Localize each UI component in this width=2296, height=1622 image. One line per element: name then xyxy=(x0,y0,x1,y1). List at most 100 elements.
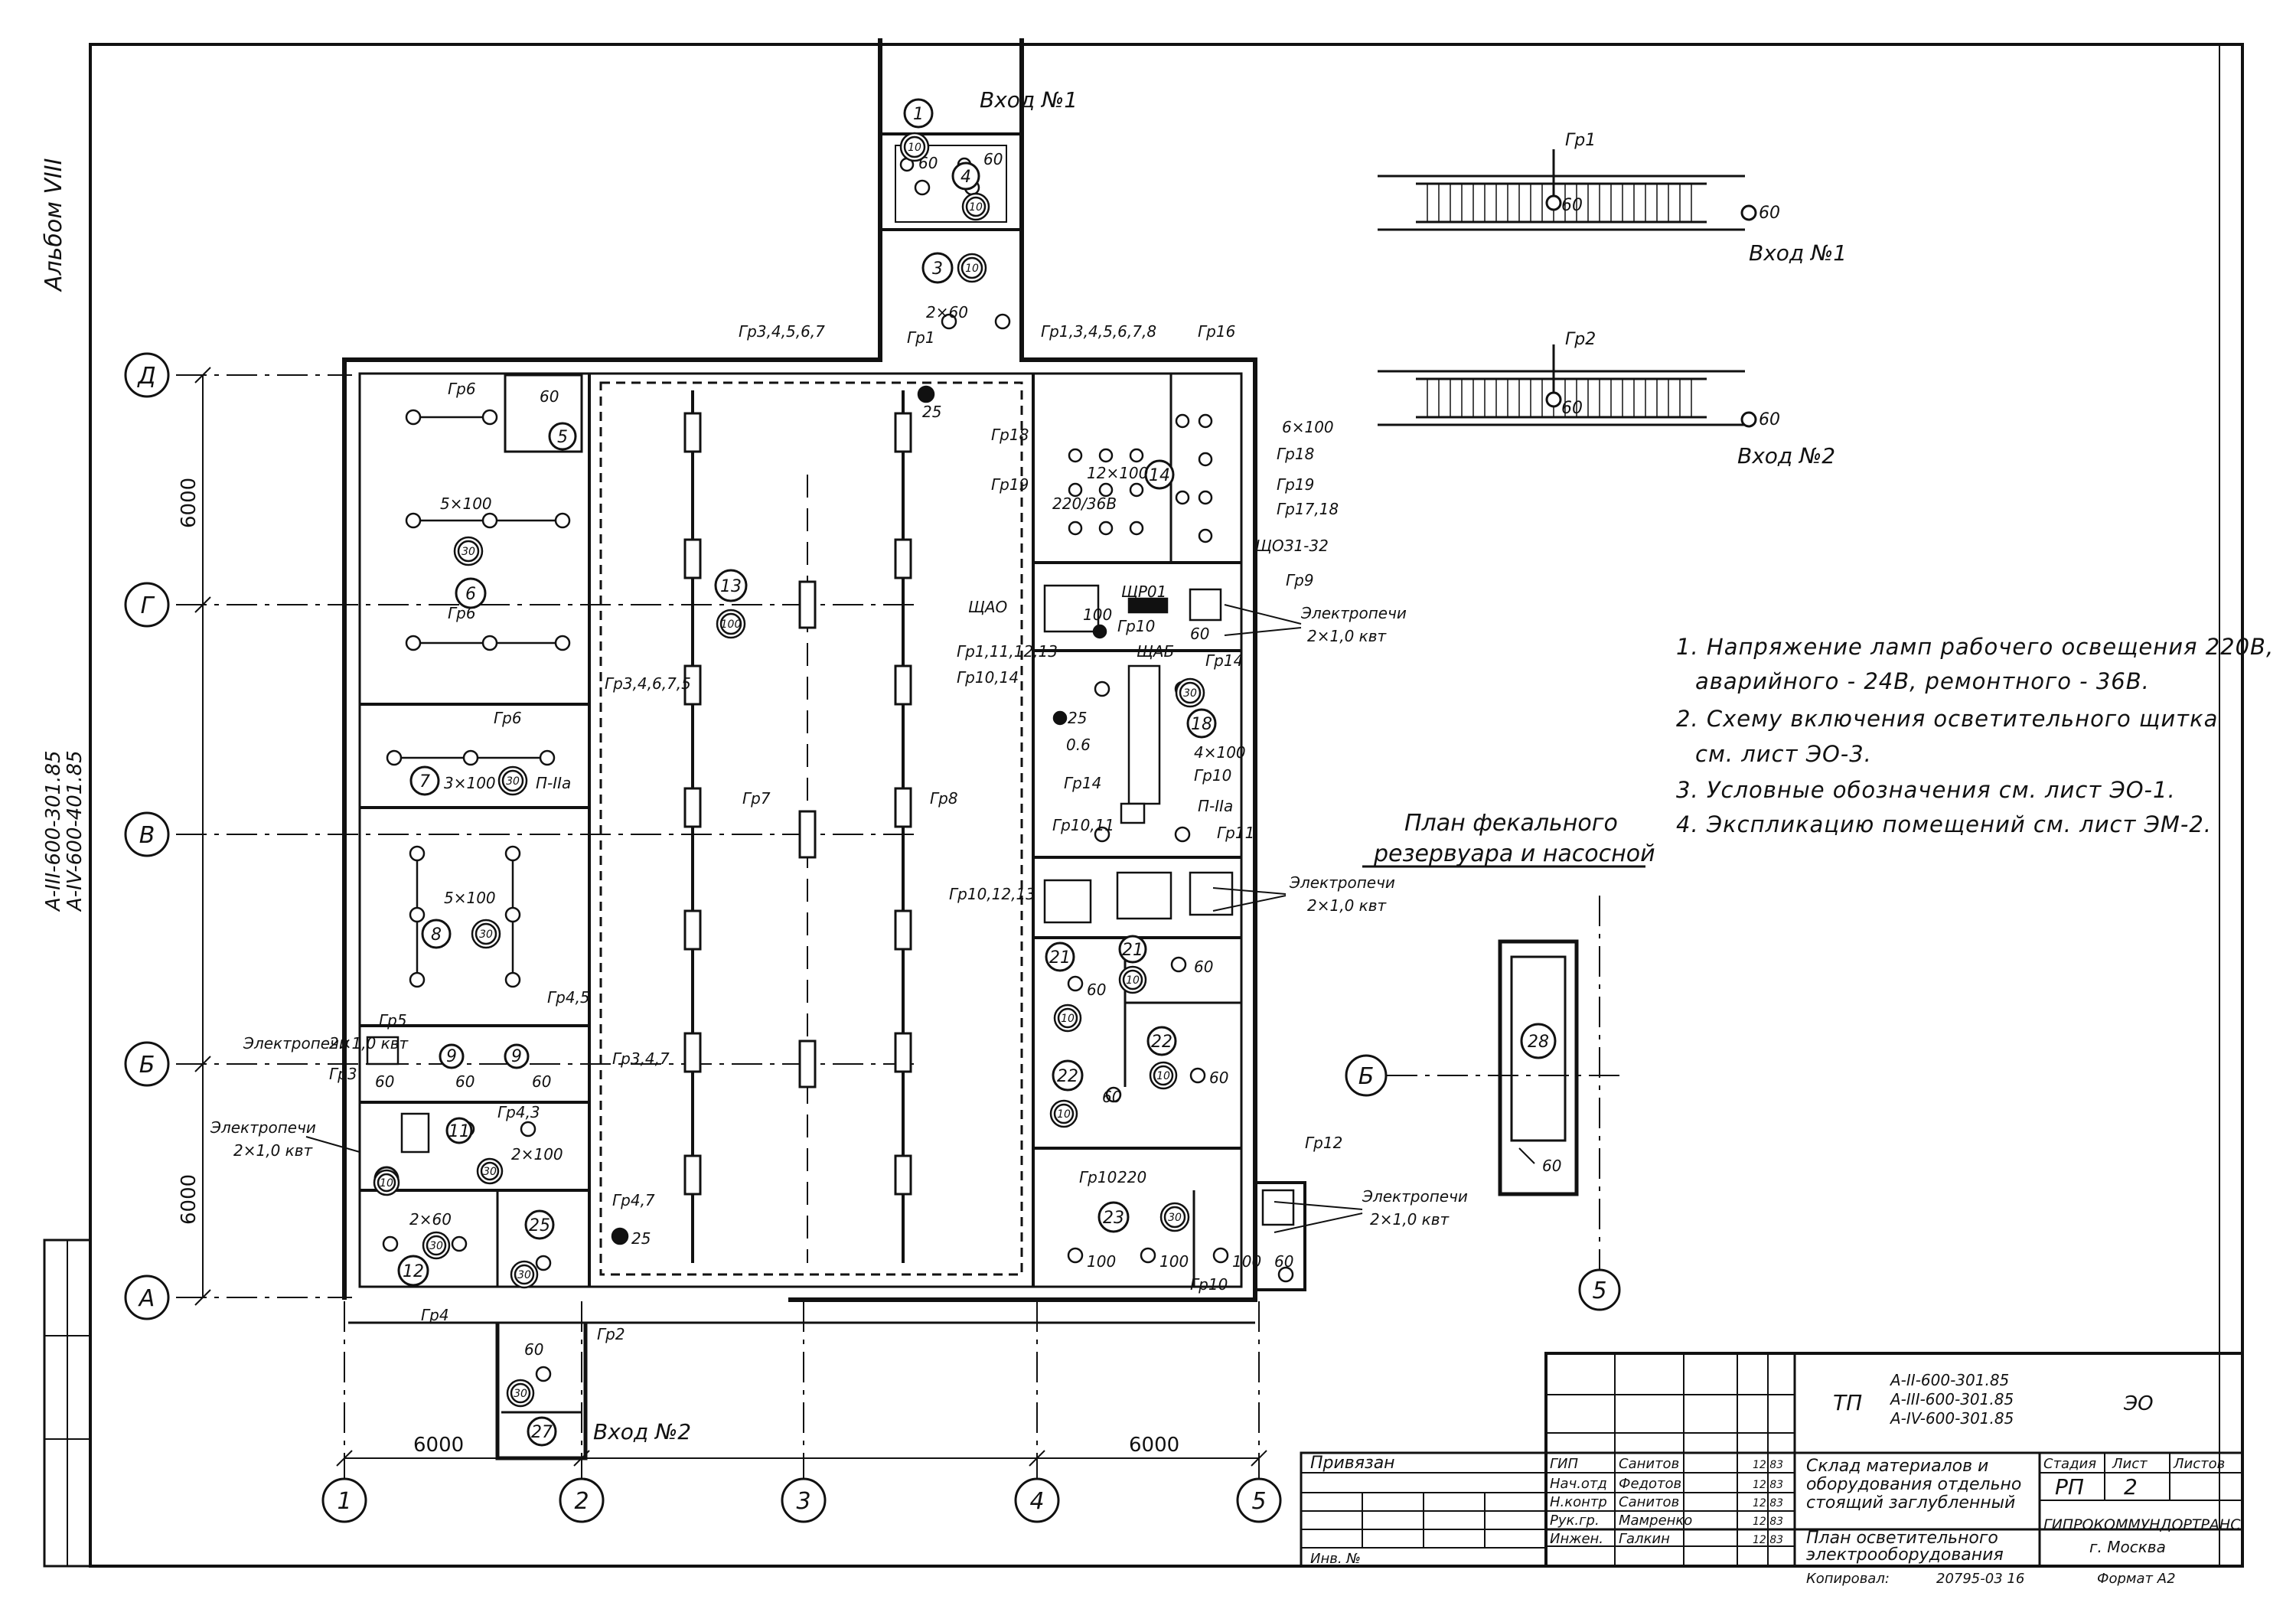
lbl-5x100-a: 5×100 xyxy=(440,494,492,513)
lbl-g10-a: Гр10 xyxy=(1117,617,1155,635)
lbl-g18-b: Гр18 xyxy=(1277,445,1314,463)
lbl-60-c: 60 xyxy=(1194,958,1213,976)
axis-V: В xyxy=(139,822,155,849)
room-13: 13 xyxy=(720,577,742,596)
room-9b: 9 xyxy=(511,1047,522,1066)
lbl-g12: Гр12 xyxy=(1305,1134,1342,1152)
tb-name-1: Санитов xyxy=(1619,1456,1679,1472)
dim-left-bottom: 6000 xyxy=(178,1174,201,1225)
tb-project-3: стоящий заглубленный xyxy=(1806,1493,2015,1513)
lbl-g347: Гр3,4,7 xyxy=(612,1049,670,1068)
tb-sheet-code: ЭО xyxy=(2123,1392,2154,1415)
lbl-60-g: 60 xyxy=(1190,625,1209,643)
stairs-plans xyxy=(1378,149,1757,428)
lbl-g10-b: Гр10 xyxy=(1194,766,1231,785)
lbl-3x100: 3×100 xyxy=(444,774,496,792)
tb-role-2: Нач.отд xyxy=(1550,1476,1607,1492)
lbl-12x100: 12×100 xyxy=(1087,464,1148,482)
lamp-room12 xyxy=(382,1235,468,1252)
left-stamp-strip xyxy=(43,1239,92,1568)
lamp-room14 xyxy=(1068,413,1213,543)
lbl-60-i: 60 xyxy=(375,1072,394,1091)
tb-hdr-sheet: Лист xyxy=(2112,1456,2148,1472)
lbl-4x100: 4×100 xyxy=(1194,743,1246,762)
room-12: 12 xyxy=(403,1262,424,1281)
room-3: 3 xyxy=(932,259,943,279)
area-10-r3: 10 xyxy=(965,263,979,275)
lbl-06: 0.6 xyxy=(1066,736,1091,754)
heater-leaders xyxy=(305,604,1363,1233)
room-28: 28 xyxy=(1528,1033,1549,1052)
stair2-lamp2: 60 xyxy=(1759,410,1780,429)
lbl-g7: Гр7 xyxy=(742,789,771,808)
lbl-g1-top: Гр1 xyxy=(907,328,935,347)
lbl-100-b: 100 xyxy=(1159,1252,1189,1271)
area-markers xyxy=(373,132,1205,1408)
lbl-g1014: Гр10,14 xyxy=(957,668,1019,687)
room-7: 7 xyxy=(419,772,430,791)
heater-label-b: Электропечи xyxy=(1289,873,1395,892)
tb-name-2: Федотов xyxy=(1619,1476,1681,1492)
dim-bottom-right: 6000 xyxy=(1129,1434,1179,1457)
lbl-60-f: 60 xyxy=(1209,1069,1228,1087)
album-label: Альбом VIII xyxy=(41,158,67,292)
tb-role-4: Рук.гр. xyxy=(1550,1513,1600,1529)
axis-G: Г xyxy=(141,592,155,619)
lamp-row-room8 xyxy=(409,845,521,988)
tb-role-3: Н.контр xyxy=(1550,1494,1607,1510)
lbl-g34567-top: Гр3,4,5,6,7 xyxy=(739,322,825,341)
area-100-r13: 100 xyxy=(721,618,742,631)
axis-2: 2 xyxy=(574,1488,589,1515)
area-30-r25: 30 xyxy=(517,1269,531,1281)
axis-letter-bubbles xyxy=(124,352,1621,1523)
lbl-220b: 220 xyxy=(1117,1168,1146,1186)
axis-A: А xyxy=(138,1285,155,1312)
lbl-2x60-a: 2×60 xyxy=(409,1210,452,1229)
stair1-entrance: Вход №1 xyxy=(1749,240,1847,266)
tb-role-1: ГИП xyxy=(1550,1456,1578,1472)
dim-bottom-left: 6000 xyxy=(413,1434,464,1457)
tb-date-4: 12.83 xyxy=(1753,1516,1783,1528)
lbl-60-e: 60 xyxy=(1102,1088,1121,1106)
lbl-g2: Гр2 xyxy=(597,1325,625,1343)
lbl-60-j: 60 xyxy=(532,1072,551,1091)
tb-copied: Копировал: xyxy=(1806,1571,1890,1587)
utility-equipment xyxy=(366,385,1295,1245)
room-11: 11 xyxy=(448,1122,470,1141)
plan-entrance1: Вход №1 xyxy=(980,87,1078,113)
lbl-g8: Гр8 xyxy=(930,789,958,808)
lbl-g19: Гр19 xyxy=(991,475,1029,494)
area-30-r6: 30 xyxy=(461,546,475,558)
lbl-g101213: Гр10,12,13 xyxy=(949,885,1035,903)
lbl-25-c: 25 xyxy=(1068,709,1087,727)
lbl-g11: Гр11 xyxy=(1217,824,1254,842)
area-10-r1: 10 xyxy=(908,142,921,154)
side-code-2: А-IV-600-401.85 xyxy=(64,750,86,912)
dimension-lines xyxy=(194,367,1267,1467)
tb-project-2: оборудования отдельно xyxy=(1806,1475,2021,1494)
area-30-r8: 30 xyxy=(479,928,493,941)
tank-plan xyxy=(1362,865,1645,1271)
tb-role-5: Инжен. xyxy=(1550,1531,1603,1547)
tank-axis-B: Б xyxy=(1358,1063,1375,1090)
tb-org: ГИПРОКОММУНДОРТРАНС xyxy=(2043,1516,2241,1533)
room-markers xyxy=(373,98,1557,1447)
lbl-g1011: Гр10,11 xyxy=(1052,816,1114,834)
tank-title-1: План фекального xyxy=(1404,810,1618,837)
area-10-r22b: 10 xyxy=(1057,1108,1071,1121)
tb-drawing-1: План осветительного xyxy=(1806,1529,1998,1548)
lbl-60-r1: 60 xyxy=(918,154,938,172)
lbl-60-d: 60 xyxy=(1087,981,1106,999)
room-14: 14 xyxy=(1149,466,1170,485)
tb-project-1: Склад материалов и xyxy=(1806,1457,1988,1476)
tb-code-2: А-III-600-301.85 xyxy=(1889,1390,2014,1408)
tb-date-1: 12.83 xyxy=(1753,1459,1783,1471)
tank-lamp: 60 xyxy=(1542,1157,1561,1175)
tb-hdr-stage: Стадия xyxy=(2043,1456,2096,1472)
lbl-g16: Гр16 xyxy=(1198,322,1235,341)
tb-format: Формат А2 xyxy=(2097,1571,2176,1587)
axis-B: Б xyxy=(139,1052,155,1079)
tank-axis-5: 5 xyxy=(1592,1278,1606,1304)
tb-drawing-2: электрооборудования xyxy=(1806,1545,2004,1565)
tb-date-5: 12.83 xyxy=(1753,1534,1783,1546)
